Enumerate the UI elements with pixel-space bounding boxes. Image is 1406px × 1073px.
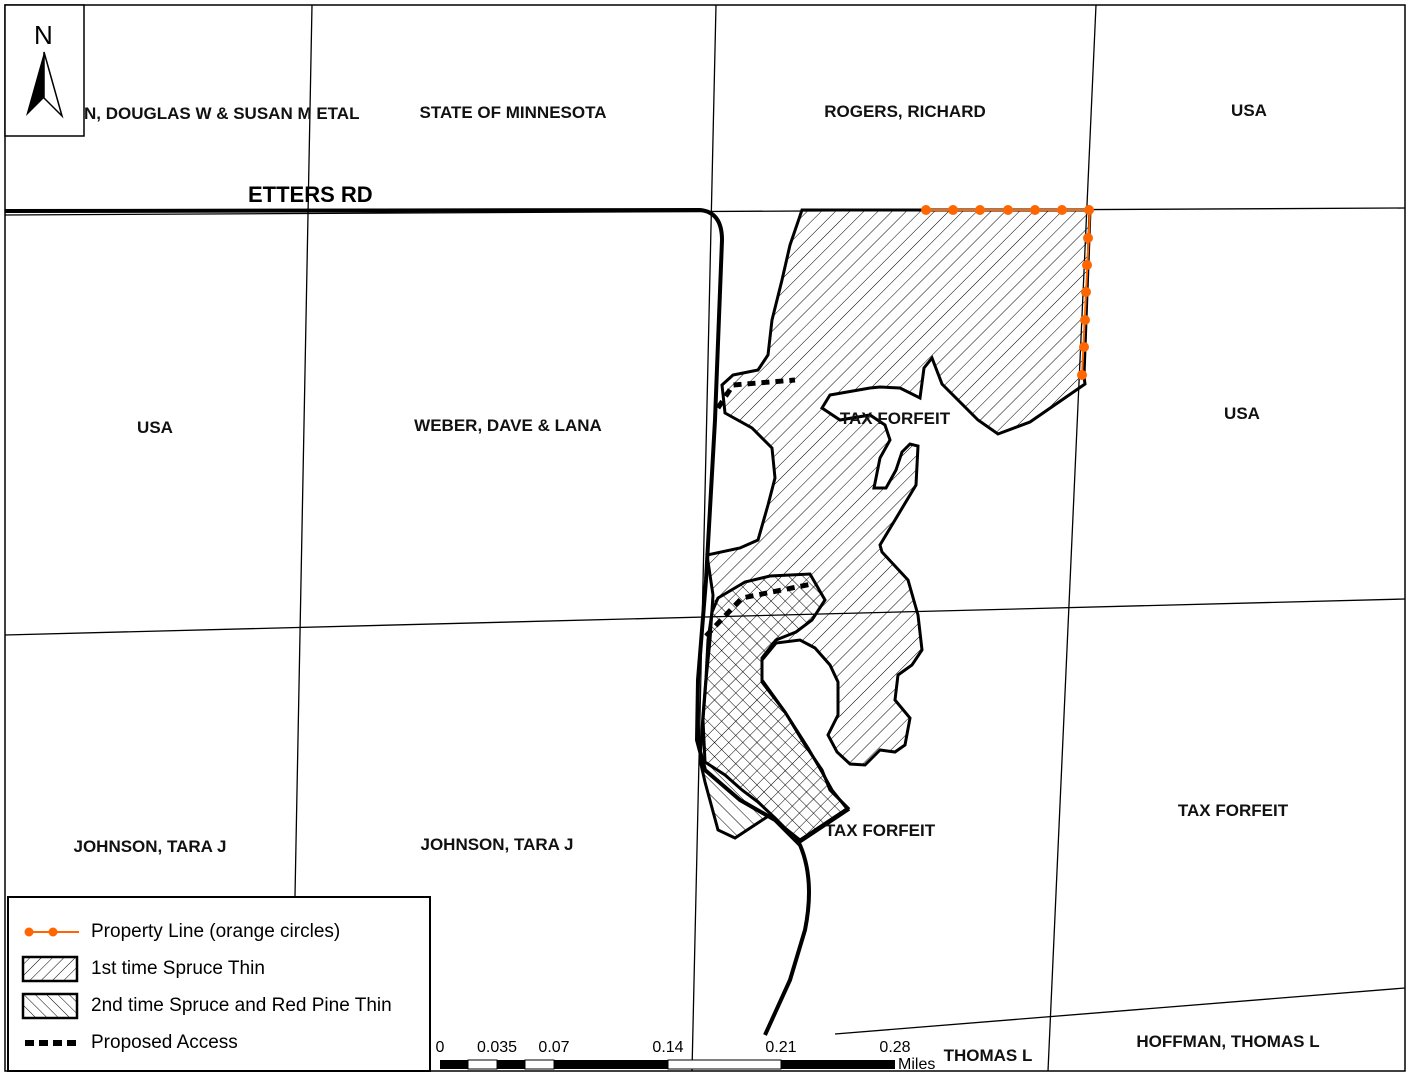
scale-tick-label: 0.14: [652, 1039, 683, 1056]
property-line: [921, 205, 1094, 380]
property-marker: [948, 205, 958, 215]
legend-label: 1st time Spruce Thin: [91, 958, 265, 979]
scale-tick-label: 0.07: [538, 1039, 569, 1056]
first-spruce-thin-stand: [701, 208, 1092, 842]
scale-tick-label: 0.035: [477, 1039, 517, 1056]
property-marker: [1030, 205, 1040, 215]
second-spruce-pine-thin-stand: [698, 572, 851, 844]
property-marker: [1083, 233, 1093, 243]
legend-item-second-thin: 2nd time Spruce and Red Pine Thin: [21, 991, 392, 1021]
legend: Property Line (orange circles) 1st time …: [7, 896, 431, 1072]
property-marker: [1082, 260, 1092, 270]
parcel-label: STATE OF MINNESOTA: [420, 103, 607, 122]
north-letter: N: [34, 20, 53, 50]
parcel-label: JOHNSON, TARA J: [420, 835, 573, 854]
property-marker: [1079, 342, 1089, 352]
property-marker: [1077, 370, 1087, 380]
scale-segment: [554, 1060, 668, 1069]
property-marker: [921, 205, 931, 215]
parcel-label: TAX FORFEIT: [840, 409, 951, 428]
legend-label: Proposed Access: [91, 1032, 238, 1053]
scale-tick-label: 0.21: [765, 1039, 796, 1056]
parcel-label: USA: [1231, 101, 1267, 120]
legend-label: Property Line (orange circles): [91, 921, 341, 942]
property-marker: [1080, 315, 1090, 325]
second-thin-hatch-icon: [21, 992, 81, 1020]
scale-segment: [524, 1059, 555, 1070]
scale-segment: [781, 1060, 895, 1069]
scale-segment: [467, 1059, 498, 1070]
property-marker: [1081, 287, 1091, 297]
first-thin-hatch-icon: [21, 955, 81, 983]
property-marker: [975, 205, 985, 215]
parcel-label: JOHNSON, TARA J: [73, 837, 226, 856]
legend-item-proposed-access: Proposed Access: [21, 1028, 238, 1058]
legend-label: 2nd time Spruce and Red Pine Thin: [91, 995, 392, 1016]
north-arrow: N: [4, 4, 85, 137]
parcel-label: THOMAS L: [944, 1046, 1033, 1065]
scale-bar: 0 0.035 0.07 0.14 0.21 0.28 Miles: [436, 1039, 936, 1073]
north-arrow-icon-right: [43, 51, 64, 119]
parcel-label: HOFFMAN, THOMAS L: [1136, 1032, 1319, 1051]
proposed-access-line-icon: [21, 1030, 81, 1056]
road-label: ETTERS RD: [248, 182, 373, 207]
scale-tick-label: 0: [436, 1039, 445, 1056]
parcel-lines: [4, 4, 1406, 1072]
scale-segment: [440, 1060, 468, 1069]
parcel-label: TAX FORFEIT: [825, 821, 936, 840]
legend-item-first-thin: 1st time Spruce Thin: [21, 954, 265, 984]
proposed-access: [704, 377, 813, 638]
proposed-access-south: [704, 581, 813, 638]
parcel-label: WEBER, DAVE & LANA: [414, 416, 602, 435]
map-frame: [4, 4, 1406, 1072]
parcel-label: ROGERS, RICHARD: [824, 102, 986, 121]
parcel-label: USA: [1224, 404, 1260, 423]
parcel-label: N, DOUGLAS W & SUSAN M ETAL: [84, 104, 359, 123]
legend-item-property-line: Property Line (orange circles): [21, 917, 340, 947]
parcel-label: TAX FORFEIT: [1178, 801, 1289, 820]
property-marker: [1084, 205, 1094, 215]
property-marker: [1057, 205, 1067, 215]
scale-unit-label: Miles: [898, 1056, 935, 1073]
scale-segment: [667, 1059, 782, 1070]
property-line-symbol-icon: [21, 919, 81, 945]
north-arrow-icon: [26, 52, 44, 116]
property-marker: [1003, 205, 1013, 215]
parcel-label: USA: [137, 418, 173, 437]
etters-road: [4, 207, 811, 1036]
property-line-markers: [921, 205, 1094, 380]
scale-tick-label: 0.28: [879, 1039, 910, 1056]
scale-segment: [497, 1060, 525, 1069]
